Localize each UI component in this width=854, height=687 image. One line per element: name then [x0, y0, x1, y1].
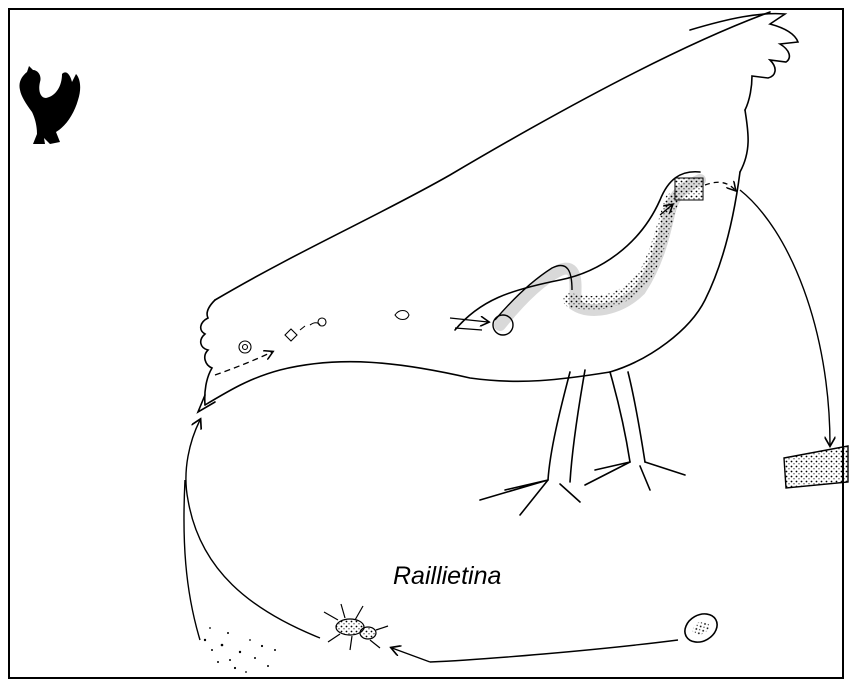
hen-outline [198, 12, 798, 412]
intestine [493, 178, 703, 335]
chicken-silhouette-icon [19, 66, 80, 144]
cycle-arrows [184, 420, 678, 662]
internal-arrows [215, 182, 735, 375]
feces-with-proglottids [740, 190, 848, 488]
insect-intermediate-host [324, 604, 388, 650]
egg [680, 608, 722, 648]
larval-stages [239, 311, 409, 354]
hen-legs [480, 370, 685, 515]
insect-cluster [204, 627, 276, 673]
diagram-title: Raillietina [393, 562, 501, 591]
